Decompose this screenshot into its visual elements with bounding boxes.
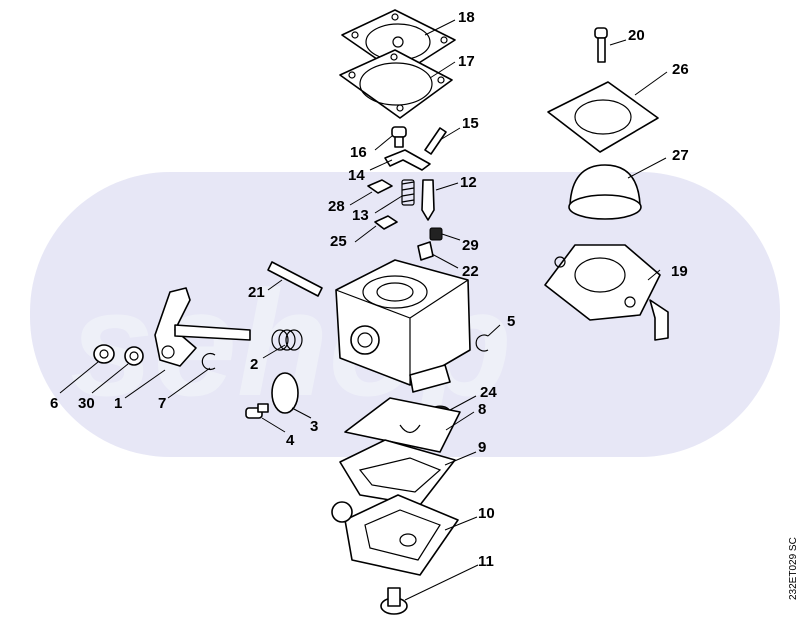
part-10-cover [331,494,459,576]
part-11-screw [380,587,408,615]
part-17-gasket [339,49,453,119]
part-7-clip [201,352,216,371]
callout-10: 10 [478,505,495,522]
callout-6: 6 [50,395,58,412]
part-30-washer [124,346,144,366]
callout-26: 26 [672,61,689,78]
callout-11: 11 [478,553,494,570]
callout-18: 18 [458,9,475,26]
callout-3: 3 [310,418,318,435]
part-9-diaphragm [339,439,456,506]
part-5-clip [475,334,489,352]
leader-lines [59,19,668,601]
callout-12: 12 [460,174,477,191]
callout-8: 8 [478,401,486,418]
callout-1: 1 [114,395,122,412]
part-14-lever [384,149,431,171]
part-13-spring [401,179,415,206]
part-15-pin [424,127,447,155]
part-12-needle [421,179,435,221]
part-27-primer-bulb [568,164,642,220]
callout-17: 17 [458,53,475,70]
callout-7: 7 [158,395,166,412]
part-1-throttle-lever [154,287,251,367]
part-25-pad [374,215,398,230]
callout-30: 30 [78,395,95,412]
callout-19: 19 [671,263,688,280]
part-4-screw [245,403,269,419]
callout-16: 16 [350,144,367,161]
carburetor-body [335,259,471,393]
drawing-code: 232ET029 SC [788,537,799,600]
part-16-screw [391,126,407,148]
part-22-nozzle [417,241,434,261]
part-3-throttle-plate [271,372,299,414]
callout-28: 28 [328,198,345,215]
part-21-shaft [267,261,323,297]
part-8-gasket [344,397,461,453]
part-28-pad [367,179,393,194]
callout-9: 9 [478,439,486,456]
callout-25: 25 [330,233,347,250]
part-19-fuel-pump [544,244,669,341]
part-26-gasket [547,81,659,153]
part-29-plug [429,227,443,241]
callout-15: 15 [462,115,479,132]
callout-14: 14 [348,167,365,184]
callout-24: 24 [480,384,497,401]
callout-labels: 18 17 15 16 14 28 13 25 12 29 22 19 20 2… [50,9,689,570]
callout-13: 13 [352,207,369,224]
part-20-screw [594,27,608,63]
callout-5: 5 [507,313,515,330]
callout-20: 20 [628,27,645,44]
callout-27: 27 [672,147,689,164]
callout-29: 29 [462,237,479,254]
callout-22: 22 [462,263,479,280]
part-6-bushing [93,344,115,364]
part-2-spring [271,329,303,351]
callout-4: 4 [286,432,295,449]
callout-2: 2 [250,356,258,373]
callout-21: 21 [248,284,265,301]
